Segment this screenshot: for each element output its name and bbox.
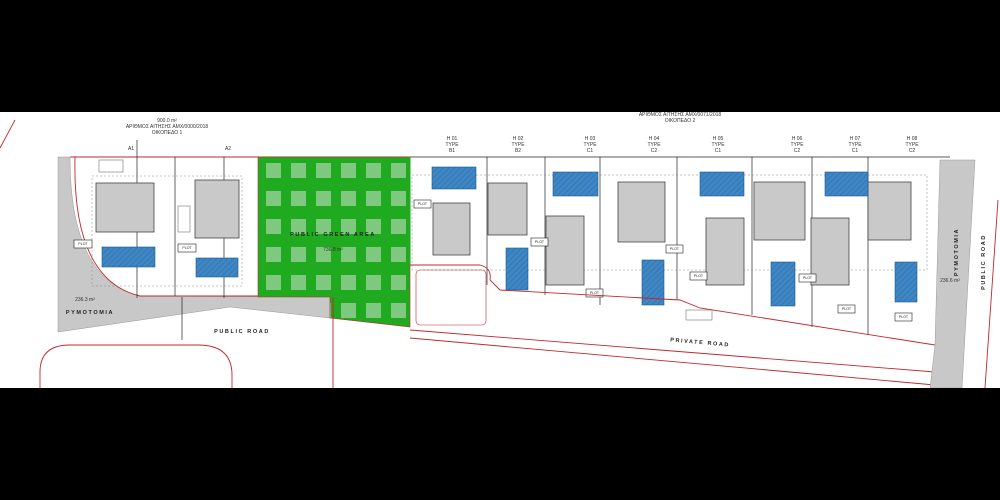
car-icon [177, 205, 191, 233]
house-type-label-label: TYPE [848, 142, 862, 148]
plot-tag [689, 271, 708, 281]
house-type-label-label: TYPE [790, 142, 804, 148]
house-h08 [867, 181, 912, 241]
house-a2 [194, 179, 240, 239]
house-type-label: C2 [794, 148, 801, 154]
house-id-label: H 06 [792, 136, 803, 142]
house-type-label-label: TYPE [511, 142, 525, 148]
plot-tag [177, 243, 197, 253]
plot-tag [585, 288, 604, 298]
private-road-edge [410, 264, 936, 346]
pool-a2 [195, 257, 239, 278]
plot-tag-label: PLOT [535, 240, 545, 244]
public-road-label: PUBLIC ROAD [214, 329, 270, 335]
house-type-label: C1 [852, 148, 859, 154]
pool-h05 [699, 171, 745, 197]
left-street-area-label: 236.3 m² [75, 297, 95, 303]
plot1-application: ΑΡΙΘΜΟΣ ΑΙΤΗΣΗΣ ΑΜΧ/0000/2018 [126, 124, 209, 130]
right-street-label: PYMOTOMIA [954, 228, 960, 276]
house-id-label: H 04 [649, 136, 660, 142]
plot-tag [665, 244, 684, 254]
house-h05 [705, 217, 745, 286]
plot-tag-label: PLOT [899, 315, 909, 319]
plot1-area: 900.0 m² [157, 118, 177, 124]
turning-area [415, 269, 487, 326]
house-type-label: B1 [449, 148, 455, 154]
house-id-label: H 07 [850, 136, 861, 142]
pool-h01 [431, 166, 477, 190]
house-id-label: H 08 [907, 136, 918, 142]
pool-h07 [824, 171, 869, 197]
right-street-area [929, 159, 976, 389]
plot-tag [798, 273, 817, 283]
pool-h08 [894, 261, 918, 303]
house-h02 [487, 182, 528, 236]
plot-tag [413, 199, 432, 209]
house-type-label-label: TYPE [445, 142, 459, 148]
plot-tag [894, 312, 913, 322]
plot-tag-label: PLOT [182, 246, 192, 250]
pool-h04 [641, 259, 665, 306]
public-road-right-label: PUBLIC ROAD [981, 234, 987, 290]
house-h04 [617, 181, 666, 243]
house-type-label: C2 [651, 148, 658, 154]
green-area-size: 736.8 m² [323, 247, 343, 253]
plot-tag [73, 239, 93, 249]
green-area-label: PUBLIC GREEN AREA [290, 232, 376, 238]
house-id-label: H 05 [713, 136, 724, 142]
right-street-area-label: 236.6 m² [940, 278, 960, 284]
plot-tag-label: PLOT [842, 307, 852, 311]
plot-tag-label: PLOT [78, 242, 88, 246]
plot-tag [530, 237, 549, 247]
pool-h03 [552, 171, 599, 197]
pool-a1 [101, 246, 156, 268]
house-type-label: C2 [909, 148, 916, 154]
house-type-label: B2 [515, 148, 521, 154]
public-road-outline [39, 344, 233, 388]
boundary-line [0, 119, 16, 149]
plot-tag-label: PLOT [590, 291, 600, 295]
house-h06 [753, 181, 806, 241]
house-h03 [545, 215, 585, 286]
lot-boundary-curve [74, 156, 258, 297]
house-type-label-label: TYPE [583, 142, 597, 148]
house-type-label-label: TYPE [711, 142, 725, 148]
car-icon [98, 159, 124, 173]
lot-label-a1: A1 [128, 146, 134, 152]
lot-dividers [486, 157, 869, 335]
plot2-application: ΑΡΙΘΜΟΣ ΑΙΤΗΣΗΣ ΑΜΧ/0071/2018 [639, 112, 722, 118]
site-plan: PLOT PLOT 900.0 m² ΑΡΙΘΜΟΣ ΑΙΤΗΣΗΣ ΑΜΧ/0… [0, 112, 1000, 389]
plot-tag-label: PLOT [418, 202, 428, 206]
car-icon [685, 309, 713, 321]
house-type-label-label: TYPE [905, 142, 919, 148]
house-id-label: H 03 [585, 136, 596, 142]
left-street-label: PYMOTOMIA [66, 310, 114, 316]
plot1-name: ΟΙΚΟΠΕΔΟ 1 [152, 130, 183, 136]
house-h01 [432, 202, 471, 256]
pool-h02 [505, 247, 529, 291]
plot2-name: ΟΙΚΟΠΕΔΟ 2 [665, 118, 696, 124]
house-id-label: H 02 [513, 136, 524, 142]
house-type-label: C1 [587, 148, 594, 154]
pool-h06 [770, 261, 796, 307]
house-type-label-label: TYPE [647, 142, 661, 148]
plot-tag-label: PLOT [670, 247, 680, 251]
house-id-label: H 01 [447, 136, 458, 142]
house-type-label: C1 [715, 148, 722, 154]
private-road-label: PRIVATE ROAD [670, 337, 730, 348]
plot-tag [837, 304, 856, 314]
site-plan-drawing: PLOT PLOT 900.0 m² ΑΡΙΘΜΟΣ ΑΙΤΗΣΗΣ ΑΜΧ/0… [0, 112, 999, 389]
house-h07 [810, 217, 850, 286]
lot-label-a2: A2 [225, 146, 231, 152]
plot-tag-label: PLOT [803, 276, 813, 280]
plot-tag-label: PLOT [694, 274, 704, 278]
house-a1 [95, 182, 155, 233]
